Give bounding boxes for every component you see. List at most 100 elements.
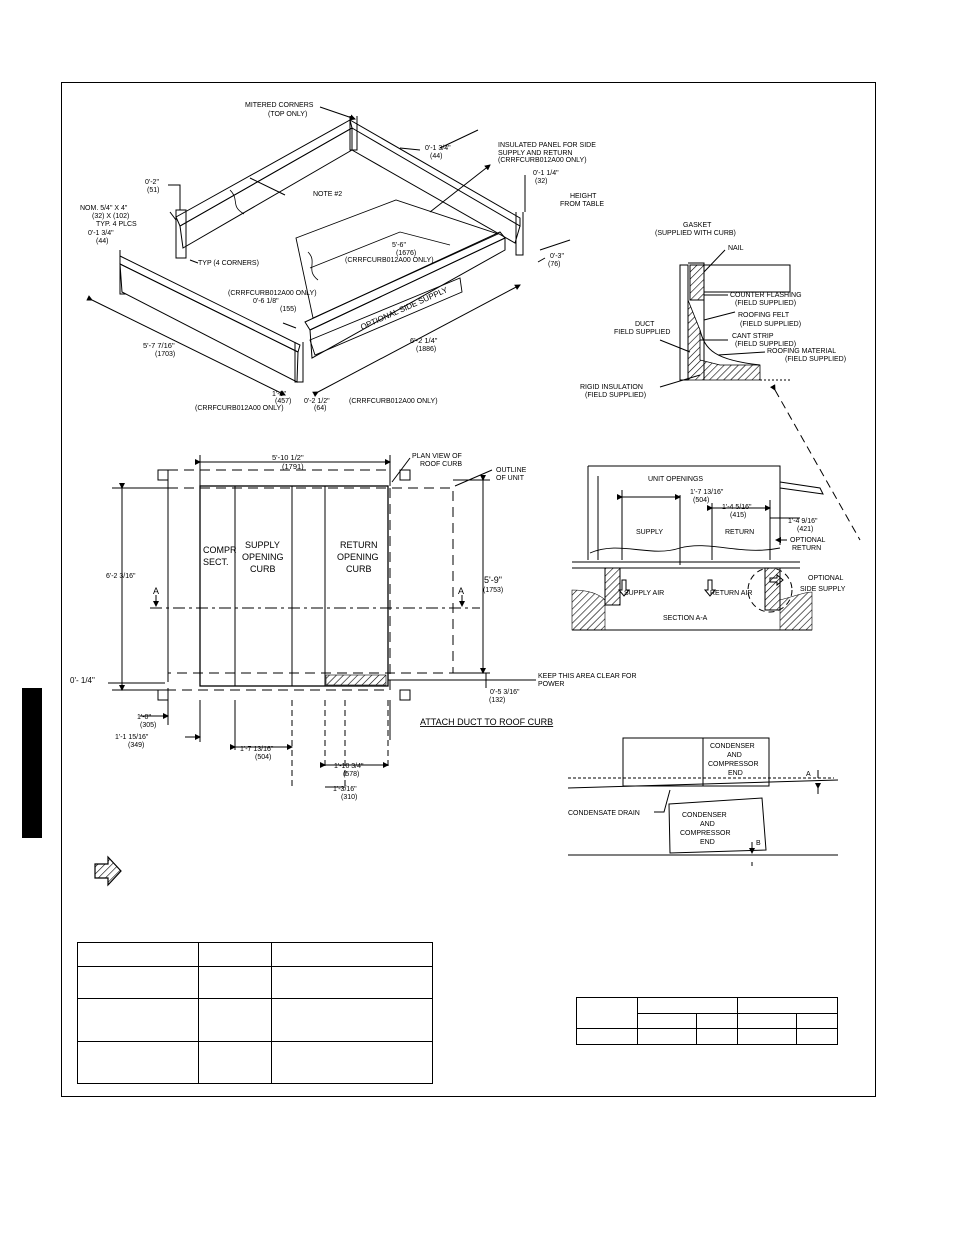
table-cell: [637, 996, 738, 1015]
label-box1-end: END: [728, 770, 743, 777]
label-roofing-material: ROOFING MATERIAL: [767, 348, 836, 355]
label-section-a-a: SECTION A-A: [663, 615, 708, 622]
label-return: RETURN: [340, 540, 378, 550]
dim-0-6-1-8: 0'-6 1/8": [253, 298, 279, 305]
label-crrf-5-6: (CRRFCURB012A00 ONLY): [345, 257, 434, 264]
dim-1-3-16: 1'-3/16": [333, 786, 357, 793]
dim-5-10-1-2: 5'-10 1/2": [272, 453, 304, 462]
label-plan-view: PLAN VIEW OF: [412, 453, 462, 460]
label-level-b: B: [756, 840, 761, 847]
section-a-a: [571, 465, 824, 631]
label-box1-compressor: COMPRESSOR: [708, 761, 759, 768]
table-cell: [637, 1013, 697, 1029]
note-arrow-icon: [94, 855, 122, 887]
dim-0-1-4: 0'- 1/4": [70, 676, 95, 685]
table-cell: [198, 941, 272, 968]
isometric-labels: MITERED CORNERS (TOP ONLY) 0'-1 3/4" (44…: [80, 102, 604, 412]
dim-section-1-4-9-16: 1'-4 9/16": [788, 518, 818, 525]
label-sect: SECT.: [203, 557, 229, 567]
section-tab: [22, 688, 42, 838]
dim-0-1-3-4-left: 0'-1 3/4": [88, 230, 114, 237]
label-optional-side-supply: OPTIONAL SIDE SUPPLY: [359, 285, 449, 332]
label-side-supply: SIDE SUPPLY: [800, 586, 846, 593]
table-cell: [737, 996, 838, 1015]
label-return-curb: CURB: [346, 564, 372, 574]
table-cell: [77, 998, 199, 1042]
flashing-labels: GASKET (SUPPLIED WITH CURB) NAIL COUNTER…: [580, 222, 846, 399]
label-note-2: NOTE #2: [313, 191, 342, 198]
label-from-table: FROM TABLE: [560, 201, 604, 208]
dim-51: (51): [147, 187, 159, 194]
table-cell: [737, 1013, 797, 1029]
label-attach-duct: ATTACH DUCT TO ROOF CURB: [420, 717, 553, 727]
table-cell: [576, 997, 638, 1029]
label-unit-openings: UNIT OPENINGS: [648, 476, 703, 483]
dim-578: (578): [343, 771, 359, 778]
table-cell: [77, 1040, 199, 1085]
label-duct-field: FIELD SUPPLIED: [614, 329, 670, 336]
level-table: [576, 996, 838, 1046]
label-section-supply: SUPPLY: [636, 529, 663, 536]
dim-76: (76): [548, 261, 560, 268]
dim-155: (155): [280, 306, 296, 313]
dim-1886: (1886): [416, 346, 436, 353]
section-marker-a-left: A: [153, 586, 159, 596]
label-mitered-corners: MITERED CORNERS: [245, 102, 314, 109]
dim-0-2-1-2: 0'-2 1/2": [304, 398, 330, 405]
table-cell: [576, 1027, 638, 1046]
label-counter-flashing: COUNTER FLASHING: [730, 292, 802, 299]
label-supply: SUPPLY: [245, 540, 280, 550]
dim-5-6: 5'-6": [392, 242, 406, 249]
dim-1-1-15-16: 1'-1 15/16": [115, 734, 149, 741]
label-supply-opening: OPENING: [242, 552, 284, 562]
label-insulated-panel-2: SUPPLY AND RETURN: [498, 150, 572, 157]
dim-504: (504): [255, 754, 271, 761]
dim-0-1-1-4: 0'-1 1/4": [533, 170, 559, 177]
dim-0-1-3-4-top: 0'-1 3/4": [425, 145, 451, 152]
table-cell: [696, 1027, 738, 1046]
dim-44-left: (44): [96, 238, 108, 245]
dim-0-3: 0'-3": [550, 253, 564, 260]
drawing-frame: [61, 82, 876, 1097]
specification-table: [77, 941, 433, 1085]
label-of-unit: OF UNIT: [496, 475, 525, 482]
dim-section-1-4-5-16: 1'-4 5/16": [722, 504, 752, 511]
dim-0-5-3-16: 0'-5 3/16": [490, 689, 520, 696]
dim-6-2-3-16: 6'-2 3/16": [106, 573, 136, 580]
dim-1791: (1791): [282, 462, 304, 471]
label-return-air: RETURN AIR: [710, 590, 752, 597]
table-cell: [198, 1040, 272, 1085]
label-insulated-panel-1: INSULATED PANEL FOR SIDE: [498, 142, 596, 149]
label-crrf-0-2-1-2: (CRRFCURB012A00 ONLY): [349, 398, 438, 405]
label-crrf-1-6: (CRRFCURB012A00 ONLY): [195, 405, 284, 412]
dim-1-6: 1'-6": [272, 391, 286, 398]
label-box2-condenser: CONDENSER: [682, 812, 727, 819]
plan-view: [108, 455, 536, 790]
level-labels: CONDENSER AND COMPRESSOR END CONDENSER A…: [568, 743, 811, 847]
table-cell: [737, 1027, 797, 1046]
table-cell: [198, 998, 272, 1042]
dim-132: (132): [489, 697, 505, 704]
table-cell: [271, 966, 433, 1000]
label-roofing-felt: ROOFING FELT: [738, 312, 790, 319]
dim-44-top: (44): [430, 153, 442, 160]
label-level-a: A: [806, 771, 811, 778]
dim-457: (457): [275, 398, 291, 405]
label-insulated-panel-3: (CRRFCURB012A00 ONLY): [498, 157, 587, 164]
label-supply-curb: CURB: [250, 564, 276, 574]
label-rigid-insulation-field: (FIELD SUPPLIED): [585, 392, 646, 399]
label-outline: OUTLINE: [496, 467, 527, 474]
label-compr: COMPR: [203, 545, 237, 555]
label-duct: DUCT: [635, 321, 655, 328]
dim-0-2: 0'-2": [145, 179, 159, 186]
dim-section-1-7-13-16: 1'-7 13/16": [690, 489, 724, 496]
detail-callout-line: [769, 384, 861, 541]
label-top-only: (TOP ONLY): [268, 111, 307, 118]
dim-6-2-1-4: 6'-2 1/4": [410, 336, 438, 345]
dim-section-421: (421): [797, 526, 813, 533]
label-box1-condenser: CONDENSER: [710, 743, 755, 750]
label-nom-mm: (32) X (102): [92, 213, 129, 220]
label-optional-return: RETURN: [792, 545, 821, 552]
label-box1-and: AND: [727, 752, 742, 759]
dim-305: (305): [140, 722, 156, 729]
